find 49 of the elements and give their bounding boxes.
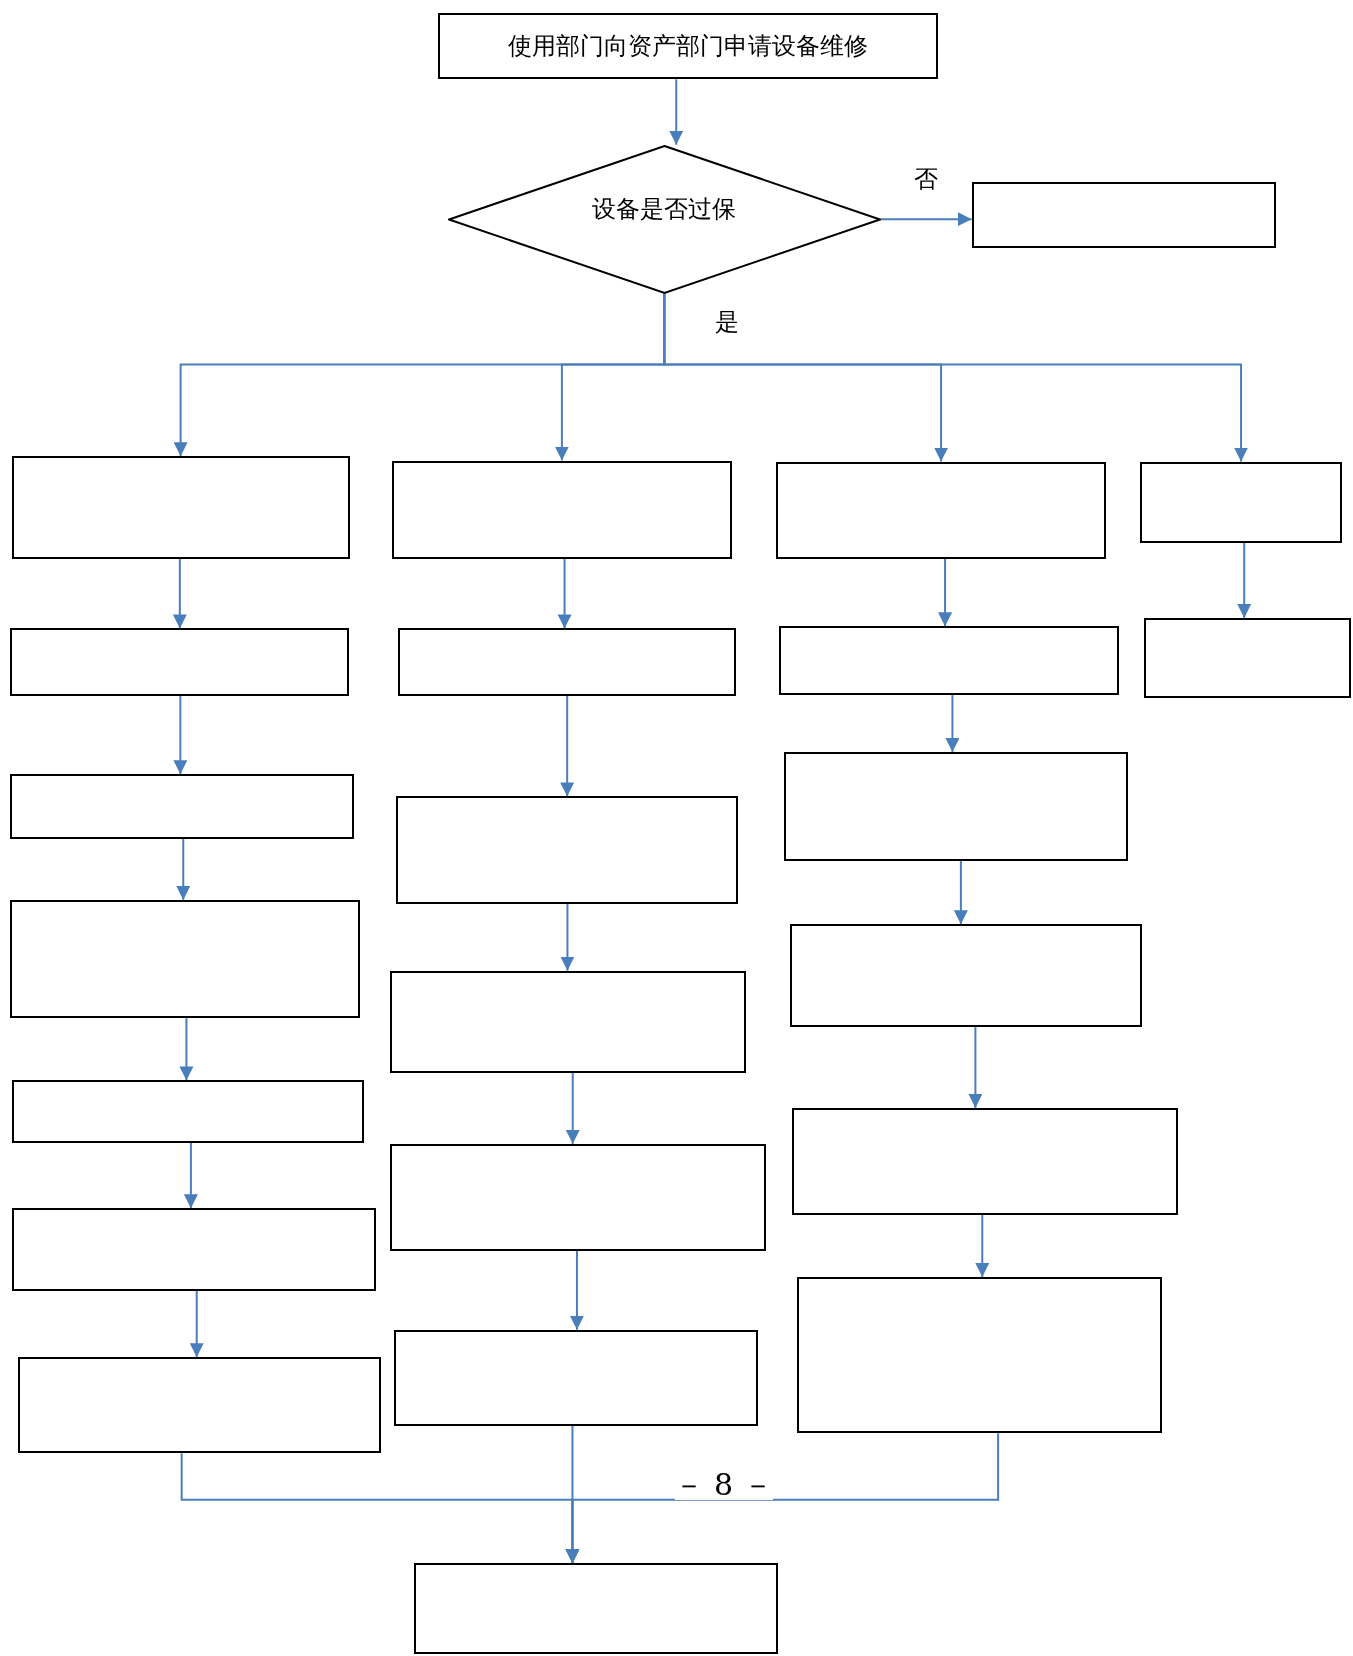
process-box (9, 774, 354, 839)
process-box (779, 626, 1119, 695)
page-number: － 8 － (674, 1470, 773, 1500)
arrow (968, 1025, 983, 1109)
arrow (565, 1072, 580, 1145)
arrow (669, 78, 684, 146)
process-box (971, 181, 1276, 249)
process-box (389, 970, 746, 1074)
process-box (398, 628, 737, 697)
process-box (393, 1329, 759, 1426)
arrow (938, 557, 953, 628)
arrow (560, 903, 575, 972)
edge-label: 否 (914, 167, 939, 192)
arrow (176, 837, 191, 901)
process-box (391, 460, 732, 559)
process-box (11, 456, 350, 559)
arrow (879, 212, 973, 227)
process-box (9, 899, 361, 1019)
arrow (189, 1289, 204, 1359)
arrow (945, 694, 960, 753)
process-box (414, 1563, 779, 1654)
arrow (560, 695, 575, 798)
process-box (396, 796, 739, 905)
process-box (11, 1208, 376, 1291)
arrow (569, 1249, 584, 1331)
process-box (1139, 461, 1343, 543)
process-box (11, 1080, 365, 1143)
arrow (975, 1213, 990, 1278)
process-box (797, 1276, 1162, 1434)
process-box (790, 924, 1142, 1027)
arrow (179, 1017, 194, 1082)
arrow (953, 859, 968, 926)
process-box (776, 461, 1106, 559)
process-box (9, 628, 349, 697)
process-box (792, 1107, 1178, 1215)
process-box (438, 12, 938, 80)
arrow (172, 557, 187, 630)
process-box (17, 1357, 382, 1454)
arrow (557, 557, 572, 630)
arrow (565, 1432, 1000, 1565)
node-text: 使用部门向资产部门申请设备维修 (508, 30, 869, 62)
arrow (1237, 541, 1252, 619)
arrow (663, 292, 1249, 463)
process-box (389, 1143, 766, 1251)
arrow (173, 695, 188, 776)
node-text: 设备是否过保 (592, 194, 737, 226)
process-box (783, 752, 1128, 861)
process-box (1143, 617, 1351, 699)
arrow (183, 1141, 198, 1210)
